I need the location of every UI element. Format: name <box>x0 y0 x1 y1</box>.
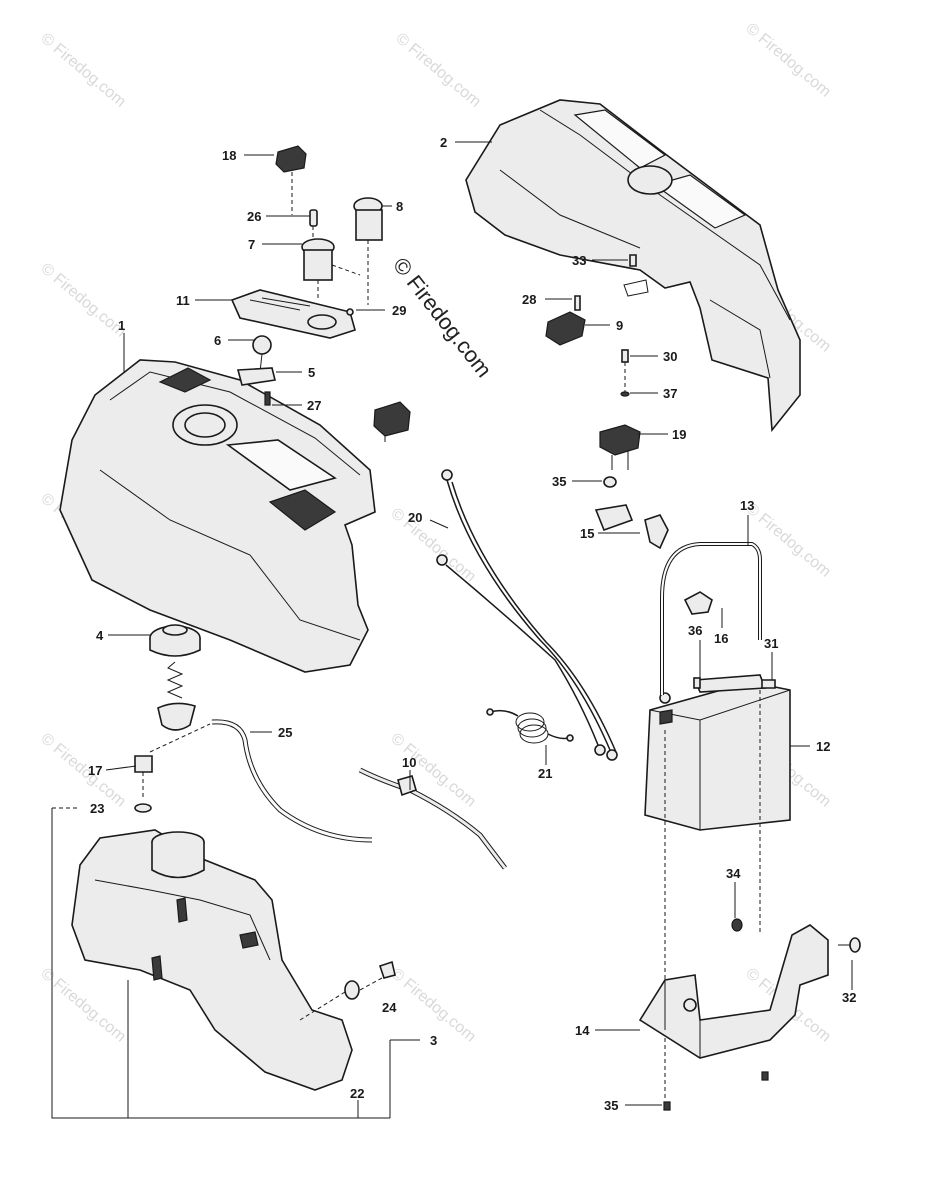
part-knob-assembly <box>236 335 276 406</box>
watermark-text: © Firedog.com <box>392 30 483 111</box>
callout-25: 25 <box>278 725 292 740</box>
part-relay-module <box>373 401 411 442</box>
callout-20: 20 <box>408 510 422 525</box>
callout-26: 26 <box>247 209 261 224</box>
callout-37: 37 <box>663 386 677 401</box>
part-key <box>309 209 318 240</box>
callout-11: 11 <box>176 293 190 308</box>
part-switch-18 <box>275 145 307 215</box>
watermark-text: © Firedog.com <box>37 965 128 1046</box>
part-screw-29 <box>346 308 354 316</box>
watermark-text: © Firedog.com <box>37 730 128 811</box>
callout-33: 33 <box>572 253 586 268</box>
callout-labels: 2 18 8 26 7 11 29 1 6 5 27 33 28 9 30 37… <box>88 135 856 1113</box>
callout-31: 31 <box>764 636 778 651</box>
callout-36: 36 <box>688 623 702 638</box>
callout-13: 13 <box>740 498 754 513</box>
part-ignition <box>301 238 335 300</box>
callout-18: 18 <box>222 148 236 163</box>
callout-14: 14 <box>575 1023 590 1038</box>
watermark-text: © Firedog.com <box>37 260 128 341</box>
callout-17: 17 <box>88 763 102 778</box>
callout-32: 32 <box>842 990 856 1005</box>
watermark-text: © Firedog.com <box>387 730 478 811</box>
callout-1: 1 <box>118 318 125 333</box>
part-fuel-cap <box>149 624 201 731</box>
part-solenoid-9 <box>545 311 586 346</box>
part-fuel-tank <box>71 829 353 1091</box>
part-coil-cable <box>486 708 574 744</box>
callout-4: 4 <box>96 628 104 643</box>
watermark-text: © Firedog.com <box>742 20 833 101</box>
callout-7: 7 <box>248 237 255 252</box>
callout-19: 19 <box>672 427 686 442</box>
callout-16: 16 <box>714 631 728 646</box>
callout-34: 34 <box>726 866 741 881</box>
part-fuel-valve-17 <box>134 755 153 813</box>
callout-30: 30 <box>663 349 677 364</box>
callout-22: 22 <box>350 1086 364 1101</box>
callout-6: 6 <box>214 333 221 348</box>
callout-24: 24 <box>382 1000 397 1015</box>
part-fuel-line-25 <box>149 719 373 843</box>
part-control-panel <box>230 289 356 339</box>
part-cable-harness <box>436 469 618 761</box>
callout-10: 10 <box>402 755 416 770</box>
callout-27: 27 <box>307 398 321 413</box>
callout-3: 3 <box>430 1033 437 1048</box>
callout-5: 5 <box>308 365 315 380</box>
callout-35-lower: 35 <box>604 1098 618 1113</box>
part-fender <box>59 359 376 673</box>
leader-bracket-tank <box>51 807 420 1119</box>
callout-35: 35 <box>552 474 566 489</box>
callout-8: 8 <box>396 199 403 214</box>
part-fitting-22 <box>299 980 360 1021</box>
watermark-text: © Firedog.com <box>742 500 833 581</box>
part-pto-switch <box>331 197 383 305</box>
part-screw-28 <box>574 295 581 311</box>
callout-12: 12 <box>816 739 830 754</box>
callout-28: 28 <box>522 292 536 307</box>
leader-lines <box>105 141 853 1106</box>
callout-9: 9 <box>616 318 623 333</box>
part-seat-switch-stack <box>594 349 669 550</box>
part-battery-tray <box>638 918 861 1111</box>
callout-21: 21 <box>538 766 552 781</box>
callout-15: 15 <box>580 526 594 541</box>
part-screw-33 <box>623 254 649 297</box>
callout-23: 23 <box>90 801 104 816</box>
part-hold-down-rod <box>660 542 776 935</box>
part-fitting-24 <box>359 960 396 991</box>
callout-2: 2 <box>440 135 447 150</box>
part-battery <box>644 681 791 1100</box>
watermark-text: © Firedog.com <box>37 30 128 111</box>
part-fuel-line-10 <box>358 767 507 870</box>
callout-29: 29 <box>392 303 406 318</box>
